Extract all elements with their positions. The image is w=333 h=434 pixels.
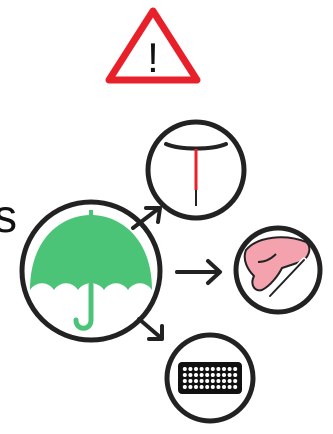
pill bbox=[228, 379, 232, 383]
pill bbox=[216, 373, 220, 377]
pill bbox=[188, 385, 192, 389]
pill bbox=[222, 379, 226, 383]
pill bbox=[200, 367, 204, 371]
pill bbox=[211, 373, 215, 377]
pill bbox=[194, 385, 198, 389]
pill bbox=[211, 379, 215, 383]
pill bbox=[216, 385, 220, 389]
pill bbox=[200, 385, 204, 389]
pill bbox=[194, 373, 198, 377]
pill bbox=[222, 367, 226, 371]
pill bbox=[194, 367, 198, 371]
pill bbox=[194, 379, 198, 383]
implant-option bbox=[236, 228, 320, 312]
pill bbox=[183, 373, 187, 377]
pill bbox=[183, 379, 187, 383]
pill bbox=[228, 367, 232, 371]
warning-exclamation: ! bbox=[147, 34, 159, 81]
pill bbox=[205, 367, 209, 371]
pill bbox=[233, 367, 237, 371]
pill bbox=[183, 367, 187, 371]
pill bbox=[205, 385, 209, 389]
arrow-to-pills bbox=[139, 319, 162, 339]
pill bbox=[183, 385, 187, 389]
arrow-shaft bbox=[139, 319, 160, 337]
pill bbox=[205, 379, 209, 383]
pill bbox=[222, 373, 226, 377]
warning-triangle-icon: ! bbox=[109, 11, 197, 81]
pill bbox=[233, 373, 237, 377]
pill bbox=[188, 367, 192, 371]
pill bbox=[216, 367, 220, 371]
pill bbox=[188, 373, 192, 377]
pill bbox=[228, 385, 232, 389]
pill bbox=[222, 385, 226, 389]
pill bbox=[233, 385, 237, 389]
pill bbox=[211, 385, 215, 389]
arrow-to-implant bbox=[177, 261, 220, 283]
pill bbox=[200, 373, 204, 377]
pill-pack-icon bbox=[178, 362, 242, 394]
pill bbox=[216, 379, 220, 383]
pill bbox=[188, 379, 192, 383]
pill bbox=[205, 373, 209, 377]
iud-option bbox=[148, 122, 244, 218]
pill-pack-body bbox=[178, 362, 242, 394]
pill bbox=[200, 379, 204, 383]
pill bbox=[211, 367, 215, 371]
pill bbox=[228, 373, 232, 377]
pill-pack-option bbox=[167, 335, 253, 421]
pill bbox=[233, 379, 237, 383]
umbrella-tip bbox=[89, 210, 93, 218]
